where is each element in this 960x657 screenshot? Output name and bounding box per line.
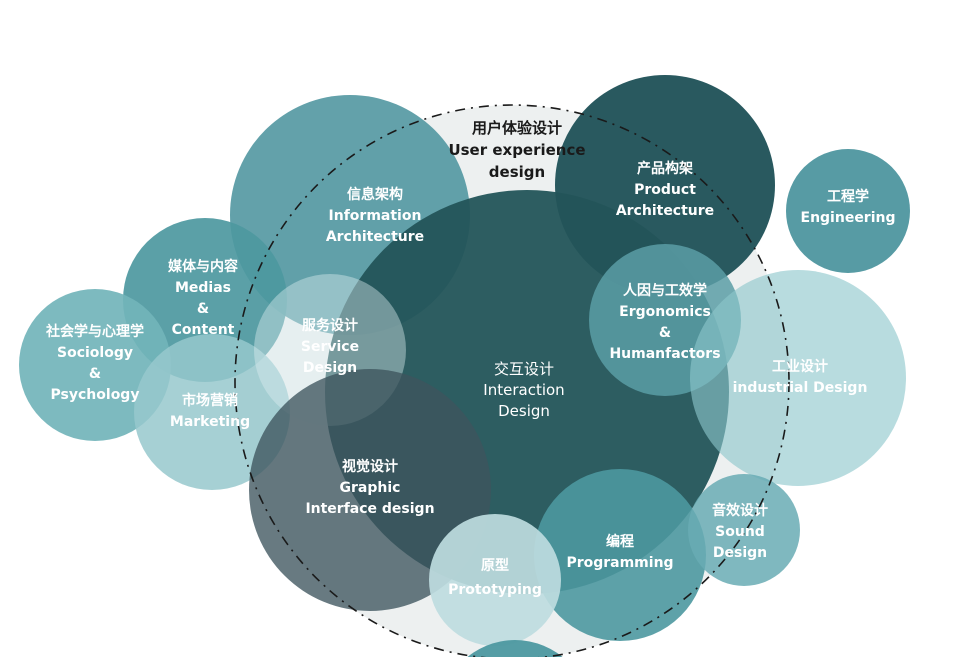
label-service-design: 服务设计 Service Design [300, 318, 360, 376]
label-interaction-design: 交互设计 Interaction Design [483, 360, 565, 420]
label-programming: 编程 Programming [566, 534, 674, 571]
diagram-title: 用户体验设计 User experience design [448, 117, 585, 183]
label-ergonomics-humanfactors: 人因与工效学 Ergonomics & Humanfactors [609, 283, 721, 362]
label-prototyping: 原型 Prototyping [448, 558, 542, 598]
label-engineering: 工程学 Engineering [800, 189, 896, 226]
label-marketing: 市场营销 Marketing [169, 393, 251, 430]
bubble-engineering [786, 149, 910, 273]
label-industrial-design: 工业设计 industrial Design [732, 359, 868, 396]
label-sociology-psychology: 社会学与心理学 Sociology & Psychology [46, 324, 144, 403]
diagram-title-zh: 用户体验设计 [471, 119, 562, 137]
label-sound-design: 音效设计 Sound Design [712, 503, 768, 561]
label-graphic-interface-design: 视觉设计 Graphic Interface design [305, 459, 435, 517]
diagram-title-en2: design [488, 163, 546, 181]
diagram-title-en: User experience [448, 141, 586, 159]
label-product-architecture: 产品构架 Product Architecture [615, 161, 715, 219]
label-information-architecture: 信息架构 Information Architecture [325, 187, 425, 245]
bubble-bottom-edge [440, 640, 590, 657]
label-medias-content: 媒体与内容 Medias & Content [168, 259, 238, 338]
